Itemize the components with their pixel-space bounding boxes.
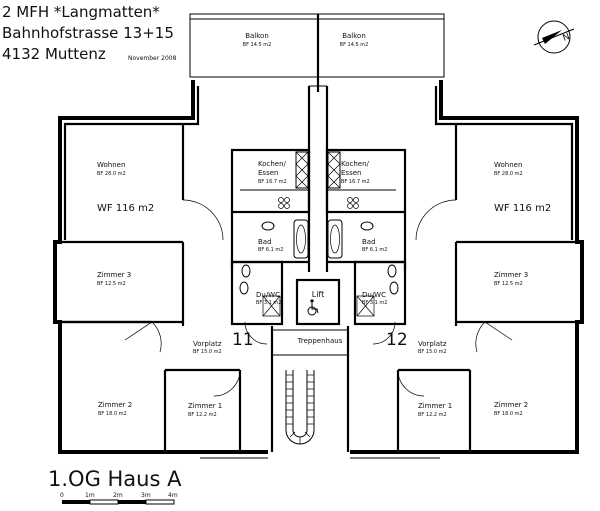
koch-left-name1: Kochen/ — [258, 160, 287, 168]
project-city: 4132 Muttenz — [2, 45, 106, 63]
duwc-left-name: Du/WC — [256, 291, 280, 299]
scale-3: 3m — [141, 492, 151, 499]
z2-right-name: Zimmer 2 — [494, 401, 528, 409]
duwc-right-area: BF 3.1 m2 — [362, 300, 388, 306]
duwc-left-area: BF 3.1 m2 — [256, 300, 282, 306]
scale-2: 2m — [113, 492, 123, 499]
balkon-right-area: BF 14.5 m2 — [340, 42, 369, 48]
bad-right-area: BF 6.1 m2 — [362, 247, 388, 253]
kitchen-fixtures — [240, 151, 396, 209]
lift-label: Lift — [312, 290, 325, 299]
z1-right-area: BF 12.2 m2 — [418, 412, 447, 418]
wohnen-right-name: Wohnen — [494, 161, 522, 169]
vor-left-area: BF 15.0 m2 — [193, 349, 222, 355]
compass-icon: N — [533, 20, 575, 54]
z3-right-area: BF 12.5 m2 — [494, 281, 523, 287]
koch-left-area: BF 16.7 m2 — [258, 179, 287, 185]
z2-left-name: Zimmer 2 — [98, 401, 132, 409]
vor-right-name: Vorplatz — [418, 340, 447, 348]
duwc-right-name: Du/WC — [362, 291, 386, 299]
floor-title: 1.OG Haus A — [48, 467, 182, 491]
vor-right-area: BF 15.0 m2 — [418, 349, 447, 355]
project-title: 2 MFH *Langmatten* — [2, 3, 160, 21]
z3-right-name: Zimmer 3 — [494, 271, 528, 279]
internal-walls — [58, 124, 577, 452]
koch-right-name2: Essen — [341, 169, 361, 177]
z3-left-area: BF 12.5 m2 — [97, 281, 126, 287]
bath-fixtures — [239, 219, 399, 317]
balkon-left-area: BF 14.5 m2 — [243, 42, 272, 48]
z3-left-name: Zimmer 3 — [97, 271, 131, 279]
bad-left-name: Bad — [258, 238, 272, 246]
wf-left: WF 116 m2 — [97, 203, 154, 214]
bad-left-area: BF 6.1 m2 — [258, 247, 284, 253]
compass-label: N — [562, 32, 572, 44]
staircase — [285, 370, 315, 445]
z2-left-area: BF 18.0 m2 — [98, 411, 127, 417]
wohnen-right-area: BF 28.0 m2 — [494, 171, 523, 177]
balkon-left-name: Balkon — [245, 32, 269, 40]
wf-right: WF 116 m2 — [494, 203, 551, 214]
koch-left-name2: Essen — [258, 169, 278, 177]
koch-right-area: BF 16.7 m2 — [341, 179, 370, 185]
scale-1: 1m — [85, 492, 95, 499]
footer-block: 1.OG Haus A 0 1m 2m 3m 4m — [48, 467, 182, 505]
wheelchair-icon — [307, 299, 319, 316]
unit-number-left: 11 — [232, 330, 254, 350]
scale-4: 4m — [168, 492, 178, 499]
z2-right-area: BF 18.0 m2 — [494, 411, 523, 417]
project-date: November 2008 — [128, 55, 177, 62]
outer-walls — [53, 13, 584, 459]
vor-left-name: Vorplatz — [193, 340, 222, 348]
scale-0: 0 — [60, 492, 64, 499]
header-block: 2 MFH *Langmatten* Bahnhofstrasse 13+15 … — [2, 3, 177, 63]
door-swings — [124, 199, 513, 397]
bad-right-name: Bad — [362, 238, 376, 246]
scale-bar: 0 1m 2m 3m 4m — [60, 492, 178, 505]
unit-number-right: 12 — [386, 330, 408, 350]
treppenhaus-label: Treppenhaus — [297, 337, 343, 345]
room-labels: Balkon BF 14.5 m2 Balkon BF 14.5 m2 Wohn… — [97, 32, 551, 418]
z1-right-name: Zimmer 1 — [418, 402, 452, 410]
koch-right-name1: Kochen/ — [341, 160, 370, 168]
project-address: Bahnhofstrasse 13+15 — [2, 24, 174, 42]
balkon-right-name: Balkon — [342, 32, 366, 40]
wohnen-left-name: Wohnen — [97, 161, 125, 169]
z1-left-name: Zimmer 1 — [188, 402, 222, 410]
wohnen-left-area: BF 28.0 m2 — [97, 171, 126, 177]
z1-left-area: BF 12.2 m2 — [188, 412, 217, 418]
